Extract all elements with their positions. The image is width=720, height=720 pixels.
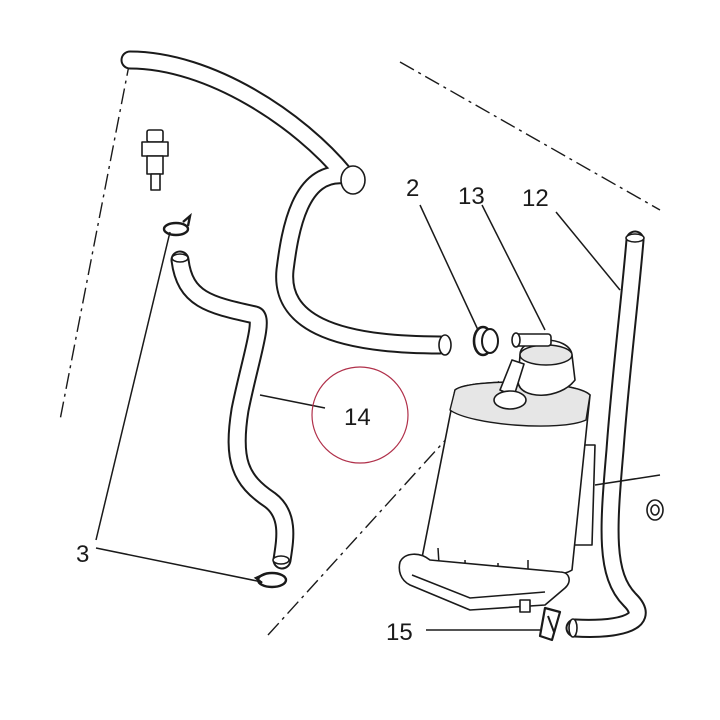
callout-14: 14 bbox=[344, 404, 371, 431]
callout-12: 12 bbox=[522, 185, 549, 212]
callout-13: 13 bbox=[458, 183, 485, 210]
clamp-2 bbox=[472, 325, 499, 357]
leader-lines bbox=[95, 204, 661, 631]
clip-15 bbox=[538, 606, 562, 642]
hose-connector bbox=[141, 129, 169, 191]
callout-2: 2 bbox=[406, 175, 419, 202]
callout-3: 3 bbox=[76, 541, 89, 568]
side-fitting bbox=[646, 499, 664, 521]
clamp-lower bbox=[253, 571, 288, 589]
highlight-circle bbox=[311, 366, 409, 464]
right-hose bbox=[565, 230, 647, 638]
callout-15: 15 bbox=[386, 619, 413, 646]
clamp-upper bbox=[162, 212, 192, 237]
canister bbox=[398, 332, 596, 613]
left-hose bbox=[170, 250, 295, 570]
upper-hose bbox=[120, 50, 452, 356]
